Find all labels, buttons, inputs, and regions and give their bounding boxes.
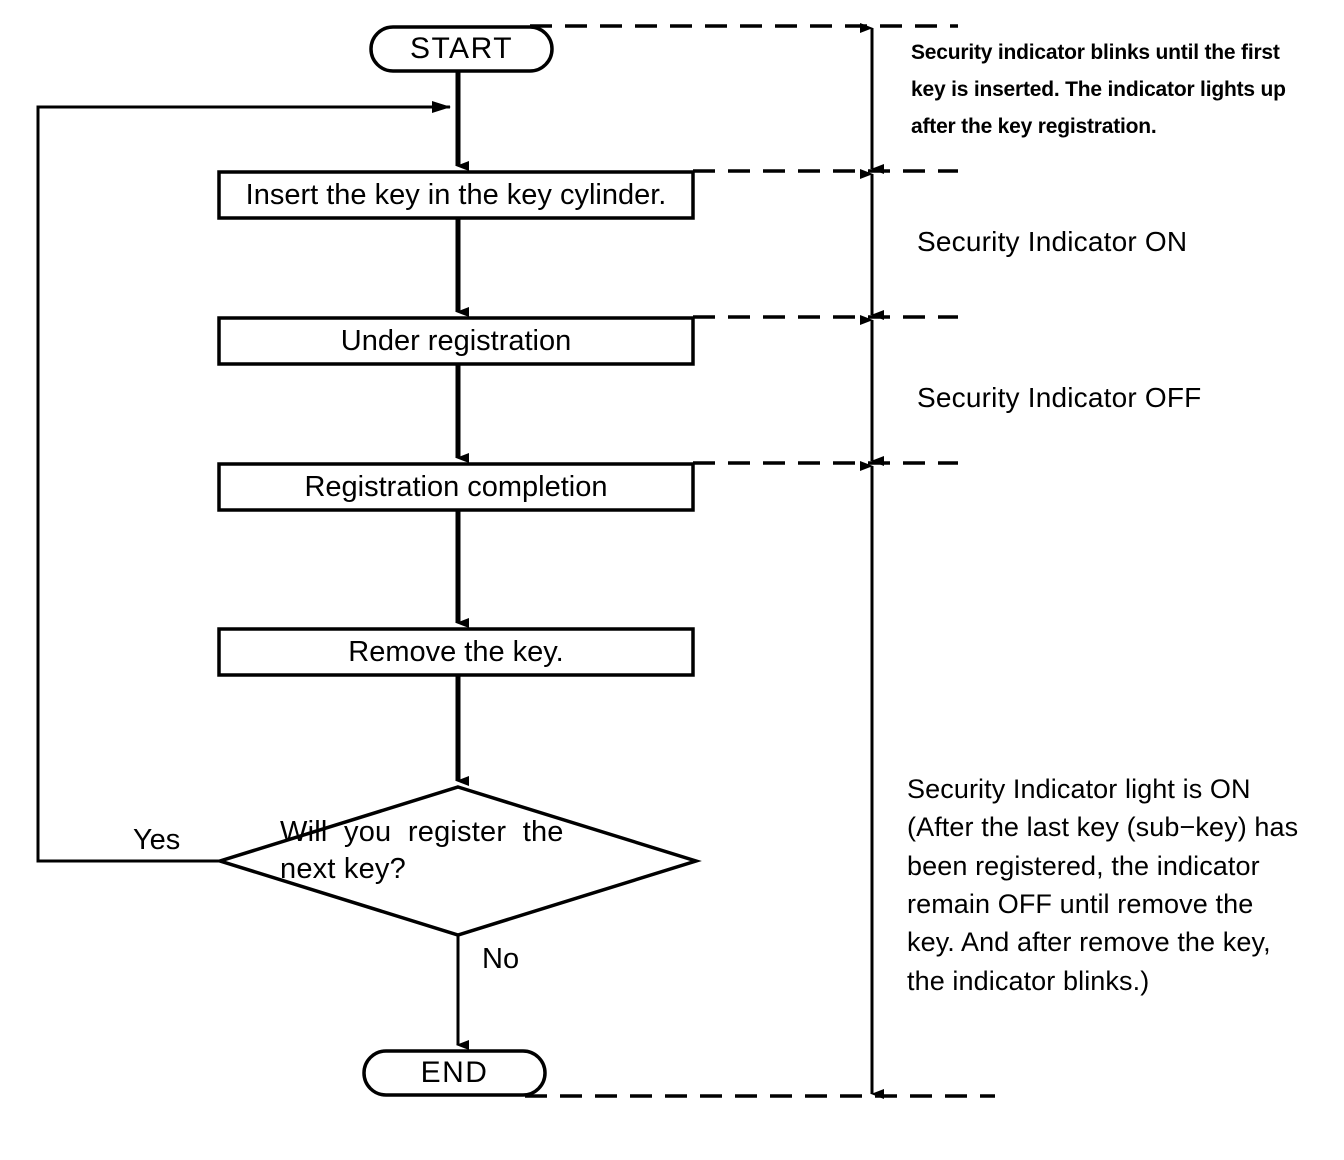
annotation-indicator-off: Security Indicator OFF: [917, 382, 1202, 413]
annotation-final-note: Security Indicator light is ON (After th…: [907, 774, 1299, 996]
start-terminal-shape: [369, 25, 554, 73]
branch-label-no: No: [482, 943, 520, 975]
branch-label-yes: Yes: [133, 824, 181, 856]
annotation-indicator-on: Security Indicator ON: [917, 226, 1188, 257]
process-label-under-registration: Under registration: [340, 324, 572, 357]
process-label-registration-completion: Registration completion: [304, 470, 608, 503]
process-label-remove-key: Remove the key.: [348, 635, 564, 668]
process-label-insert-key: Insert the key in the key cylinder.: [245, 178, 667, 211]
process-box-under-registration: [217, 316, 695, 366]
start-terminal-label: START: [409, 32, 514, 66]
decision-label: Will you register the next key?: [280, 815, 564, 885]
annotation-blink-note: Security indicator blinks until the firs…: [911, 41, 1286, 138]
process-box-registration-completion: [217, 462, 695, 512]
end-terminal-shape: [362, 1049, 547, 1097]
end-terminal-label: END: [420, 1056, 489, 1090]
connector-decision-yes-loop: [36, 101, 451, 863]
